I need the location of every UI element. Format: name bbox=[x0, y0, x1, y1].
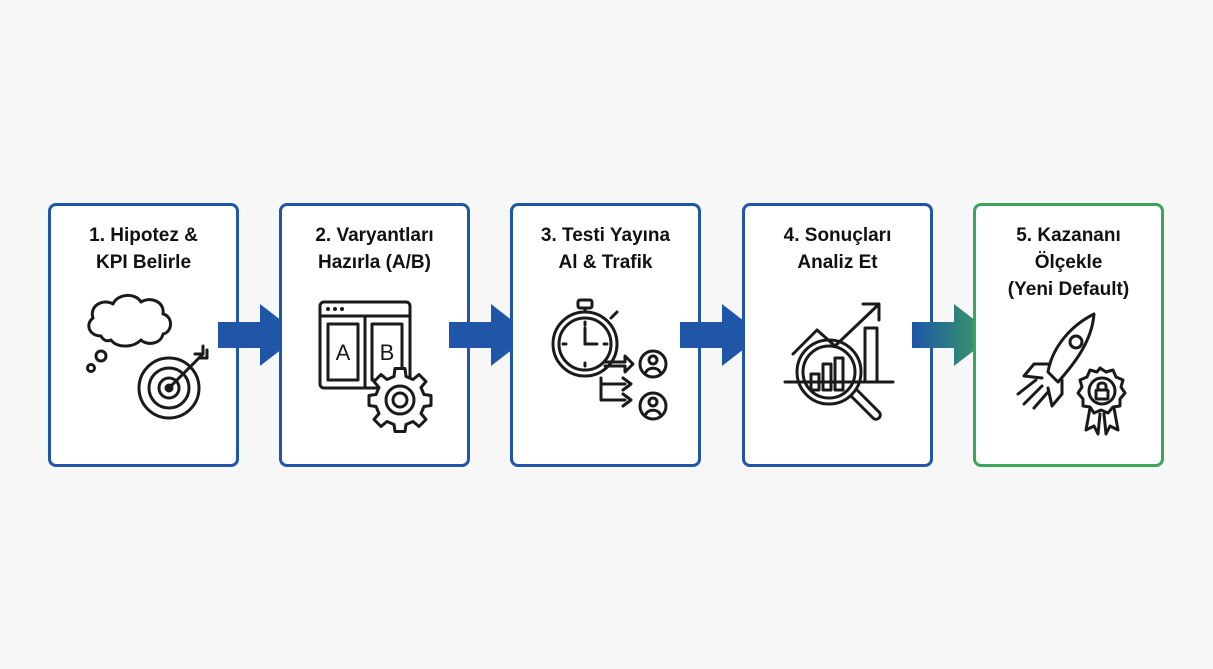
step-2-label: 2. Varyantları Hazırla (A/B) bbox=[315, 225, 434, 273]
variant-a-text: A bbox=[336, 340, 351, 365]
step-3-label: 3. Testi Yayına Al & Trafik bbox=[540, 225, 671, 273]
rocket-badge-icon bbox=[1016, 312, 1127, 436]
flow-arrow-3 bbox=[680, 304, 762, 366]
step-1-hypothesis-kpi: 1. Hipotez & KPI Belirle bbox=[48, 203, 239, 467]
step-4-label: 4. Sonuçları Analiz Et bbox=[783, 225, 892, 273]
step-5-scale-winner: 5. Kazananı Ölçekle (Yeni Default) bbox=[973, 203, 1164, 467]
step-1-label: 1. Hipotez & KPI Belirle bbox=[89, 225, 198, 273]
step-2-prepare-variants: 2. Varyantları Hazırla (A/B) A B bbox=[279, 203, 470, 467]
chart-magnifier-icon bbox=[783, 302, 895, 421]
thought-target-icon bbox=[86, 294, 209, 420]
stopwatch-traffic-split-icon bbox=[551, 298, 668, 421]
ab-window-gear-icon: A B bbox=[318, 300, 433, 433]
step-4-analyze-results: 4. Sonuçları Analiz Et bbox=[742, 203, 933, 467]
variant-b-text: B bbox=[380, 340, 395, 365]
step-3-launch-test: 3. Testi Yayına Al & Trafik bbox=[510, 203, 701, 467]
step-5-label: 5. Kazananı Ölçekle (Yeni Default) bbox=[1007, 225, 1130, 300]
